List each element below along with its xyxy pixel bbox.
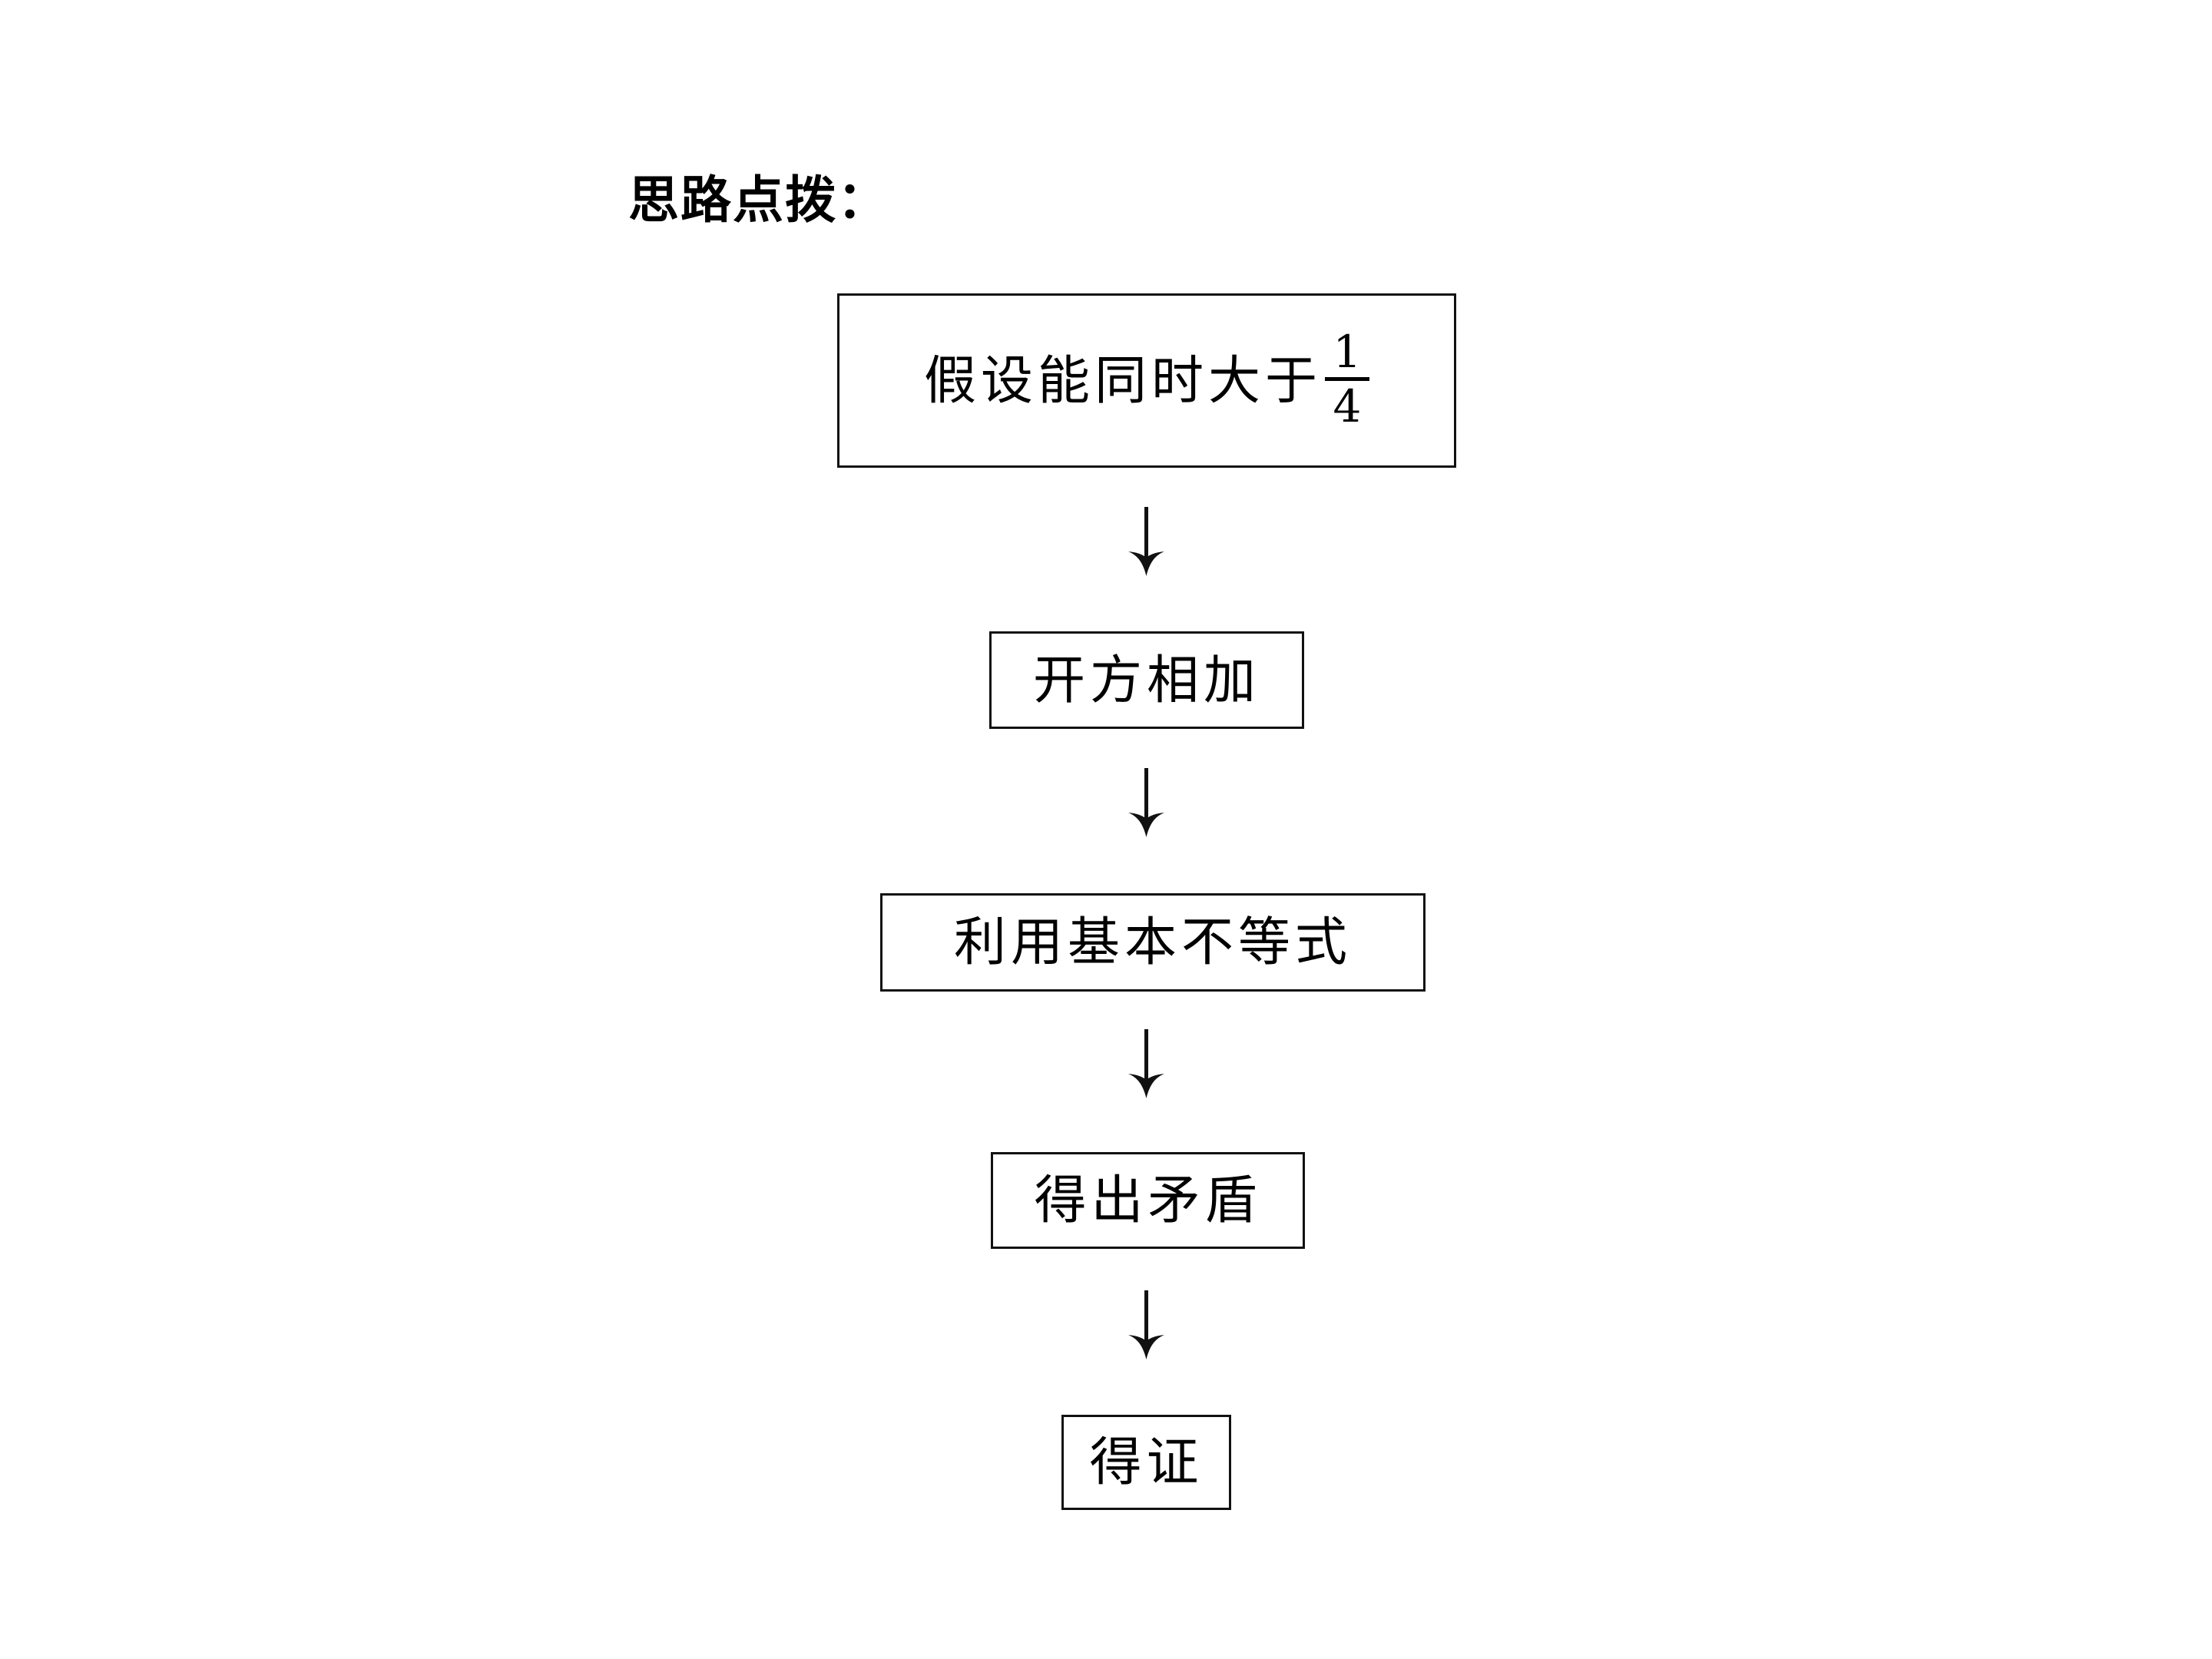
fraction-one-quarter: 1 4 bbox=[1325, 329, 1369, 429]
arrow-down-icon-2 bbox=[1116, 768, 1177, 845]
flow-node-assume-content: 假设能同时大于 1 4 bbox=[923, 329, 1369, 430]
flow-node-assume-label: 假设能同时大于 bbox=[923, 351, 1322, 410]
flow-node-basic-inequality: 利用基本不等式 bbox=[880, 893, 1426, 992]
flow-node-proved-label: 得证 bbox=[1089, 1433, 1204, 1492]
arrow-down-icon-4 bbox=[1116, 1290, 1177, 1367]
arrow-down-icon-3 bbox=[1116, 1029, 1177, 1106]
flow-node-sqrt-add-label: 开方相加 bbox=[1032, 651, 1260, 710]
flow-node-contradiction: 得出矛盾 bbox=[991, 1152, 1305, 1249]
page-title: 思路点拨： bbox=[628, 171, 889, 230]
arrow-down-icon-1 bbox=[1116, 507, 1177, 584]
fraction-bar bbox=[1325, 377, 1369, 381]
flow-node-sqrt-add: 开方相加 bbox=[989, 631, 1304, 729]
flow-node-contradiction-label: 得出矛盾 bbox=[1034, 1171, 1262, 1230]
flow-node-basic-inequality-label: 利用基本不等式 bbox=[953, 913, 1352, 972]
fraction-numerator: 1 bbox=[1333, 326, 1362, 378]
flow-node-assume: 假设能同时大于 1 4 bbox=[837, 293, 1456, 468]
fraction-denominator: 4 bbox=[1333, 380, 1362, 432]
flow-node-proved: 得证 bbox=[1061, 1415, 1231, 1510]
